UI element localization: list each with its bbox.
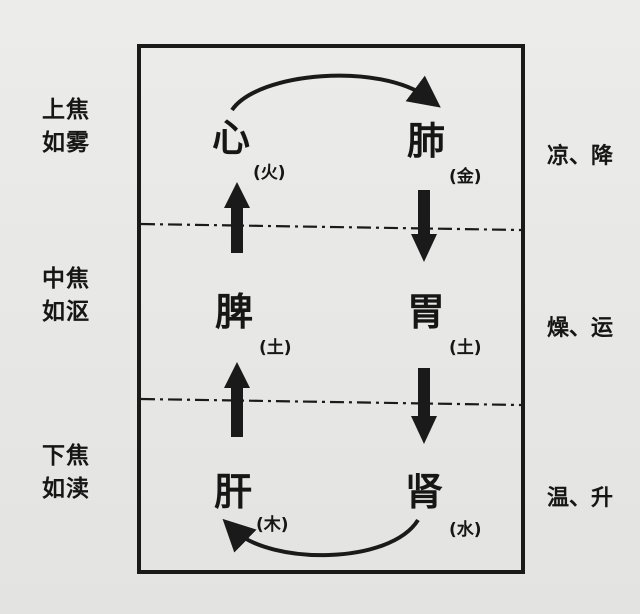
curved-arrow-heart-to-lung <box>230 73 441 112</box>
organ-kidney-element: (水) <box>449 520 482 540</box>
zone-upper-desc: 如雾 <box>42 130 90 156</box>
down-arrow-stomach-to-kidney <box>411 368 437 444</box>
separator-upper-middle <box>140 222 522 232</box>
organ-stomach: 胃 <box>407 290 446 334</box>
up-arrow-liver-to-spleen <box>224 362 250 437</box>
organ-liver: 肝 <box>214 470 253 514</box>
organ-heart: 心 <box>212 116 251 160</box>
organ-spleen: 脾 <box>215 290 254 334</box>
zone-lower-name: 下焦 <box>42 443 90 469</box>
organ-heart-element: (火) <box>253 163 286 183</box>
organ-liver-element: (木) <box>256 515 289 535</box>
down-arrow-lung-to-stomach <box>411 190 437 262</box>
organ-stomach-element: (土) <box>449 338 482 358</box>
zone-lower-label: 下焦 如渎 <box>42 440 122 506</box>
zone-middle-desc: 如沤 <box>42 299 90 325</box>
zone-lower-property: 温、升 <box>547 486 614 511</box>
curved-arrow-kidney-to-liver <box>222 518 420 558</box>
zone-middle-property: 燥、运 <box>547 316 614 341</box>
diagram-frame <box>137 44 525 574</box>
zone-upper-property: 凉、降 <box>547 144 614 169</box>
zone-middle-label: 中焦 如沤 <box>42 263 122 329</box>
zone-upper-label: 上焦 如雾 <box>42 94 122 160</box>
zone-upper-name: 上焦 <box>42 97 90 123</box>
organ-kidney: 肾 <box>405 470 444 514</box>
organ-lung-element: (金) <box>449 167 482 187</box>
up-arrow-spleen-to-heart <box>224 182 250 253</box>
organ-lung: 肺 <box>407 119 446 163</box>
zone-middle-name: 中焦 <box>42 266 90 292</box>
organ-spleen-element: (土) <box>259 338 292 358</box>
separator-middle-lower <box>140 397 522 407</box>
zone-lower-desc: 如渎 <box>42 476 90 502</box>
